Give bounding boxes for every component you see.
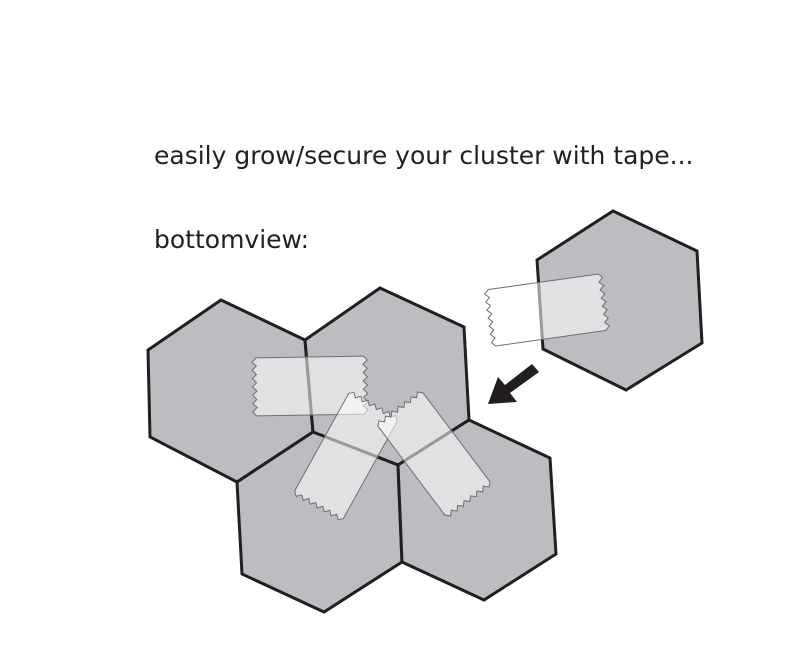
tape-strip-center-right	[377, 391, 491, 517]
subhead: bottomview:	[154, 225, 310, 254]
hexagon-tile-detached	[535, 209, 704, 392]
tape-strips	[251, 273, 611, 521]
direction-arrow-icon	[488, 364, 539, 404]
tape-strip-detached	[483, 273, 611, 347]
headline: easily grow/secure your cluster with tap…	[154, 141, 694, 170]
